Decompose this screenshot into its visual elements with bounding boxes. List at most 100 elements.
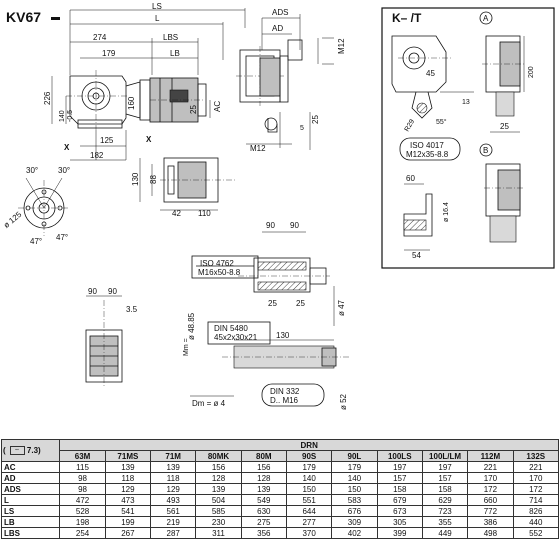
- dim-90a: 90: [88, 287, 97, 296]
- table-cell: 199: [104, 516, 152, 528]
- svg-text:KV67: KV67: [6, 9, 41, 25]
- table-cell: 150: [331, 483, 378, 495]
- dim-130: 130: [131, 172, 140, 186]
- label-din5480-b: 45x2x30x21: [214, 333, 258, 342]
- inset-200: 200: [528, 66, 535, 78]
- table-cell: 356: [240, 527, 287, 539]
- column-header: 132S: [512, 450, 560, 462]
- dim-130b: 130: [276, 331, 290, 340]
- dim-25d: 25: [296, 299, 305, 308]
- table-cell: 723: [421, 505, 469, 517]
- table-cell: 118: [104, 472, 152, 484]
- table-cell: 139: [104, 461, 152, 473]
- table-cell: 826: [512, 505, 560, 517]
- technical-drawing: KV67 LS L 274 LBS 179 LB: [2, 2, 555, 410]
- dim-160: 160: [127, 96, 136, 110]
- table-cell: 679: [376, 494, 423, 506]
- angle-47a: 47°: [30, 237, 42, 246]
- table-cell: 440: [512, 516, 560, 528]
- table-cell: 472: [59, 494, 106, 506]
- label-iso4017-b: M12x35-8.8: [406, 150, 449, 159]
- dim-m12b: M12: [250, 144, 266, 153]
- inset-54: 54: [412, 251, 421, 260]
- table-cell: 98: [59, 472, 106, 484]
- table-cell: 219: [150, 516, 197, 528]
- angle-47b: 47°: [56, 233, 68, 242]
- dim-lb: LB: [170, 49, 180, 58]
- bottom-left-view: 90 90 3.5: [85, 287, 138, 388]
- table-cell: 170: [467, 472, 514, 484]
- table-cell: 158: [376, 483, 423, 495]
- foot-view: 130 88 42 110: [131, 157, 236, 218]
- column-header: 71M: [150, 450, 197, 462]
- dim-ac: AC: [213, 101, 222, 112]
- main-side-view: LS L 274 LBS 179 LB 226 140: [43, 2, 246, 161]
- label-iso4762: ISO 4762: [200, 259, 234, 268]
- table-cell: 158: [421, 483, 469, 495]
- dim-ls: LS: [152, 2, 162, 11]
- table-cell: 277: [285, 516, 333, 528]
- table-cell: 156: [195, 461, 242, 473]
- table-cell: 772: [467, 505, 514, 517]
- table-ref: 7.3: [26, 445, 39, 455]
- dim-lbs: LBS: [163, 33, 178, 42]
- table-cell: 267: [104, 527, 152, 539]
- label-din332: DIN 332: [270, 387, 300, 396]
- table-cell: 552: [512, 527, 560, 539]
- dim-25: 25: [189, 105, 198, 114]
- view-marker-x: X: [64, 143, 70, 152]
- table-cell: 504: [195, 494, 242, 506]
- dim-05: -0.5: [67, 110, 74, 122]
- table-cell: 549: [240, 494, 287, 506]
- table-cell: 402: [331, 527, 378, 539]
- table-cell: 493: [150, 494, 197, 506]
- table-cell: 157: [376, 472, 423, 484]
- column-header: 100LS: [376, 450, 423, 462]
- table-cell: 129: [104, 483, 152, 495]
- inset-25: 25: [500, 122, 509, 131]
- table-cell: 172: [467, 483, 514, 495]
- angle-30a: 30°: [26, 166, 38, 175]
- label-dm: Dm = ø 4: [192, 399, 226, 408]
- column-header: 112M: [467, 450, 514, 462]
- label-iso4017: ISO 4017: [410, 141, 444, 150]
- inset-45: 45: [426, 69, 435, 78]
- inset-60: 60: [406, 174, 415, 183]
- dim-l: L: [155, 14, 160, 23]
- table-cell: 585: [195, 505, 242, 517]
- table-cell: 254: [59, 527, 106, 539]
- table-cell: 660: [467, 494, 514, 506]
- row-label: LB: [0, 516, 61, 528]
- column-header: 80MK: [195, 450, 242, 462]
- table-cell: 172: [512, 483, 560, 495]
- table-cell: 221: [467, 461, 514, 473]
- dim-52: ø 52: [339, 393, 348, 410]
- column-header: 90S: [285, 450, 333, 462]
- label-a: A: [483, 14, 489, 23]
- table-cell: 140: [285, 472, 333, 484]
- inset-r29: R29: [404, 118, 417, 133]
- column-header: 80M: [240, 450, 287, 462]
- table-cell: 386: [467, 516, 514, 528]
- table-cell: 139: [150, 461, 197, 473]
- dim-ads: ADS: [272, 8, 288, 17]
- table-cell: 676: [331, 505, 378, 517]
- table-cell: 309: [331, 516, 378, 528]
- end-view: ADS AD M12 5 25 M12: [236, 8, 346, 153]
- table-cell: 139: [195, 483, 242, 495]
- table-cell: 179: [331, 461, 378, 473]
- table-cell: 473: [104, 494, 152, 506]
- dim-485: ø 48.85: [187, 312, 196, 340]
- label-din5480: DIN 5480: [214, 324, 248, 333]
- column-header: 71MS: [104, 450, 152, 462]
- table-cell: 157: [421, 472, 469, 484]
- angle-30b: 30°: [58, 166, 70, 175]
- table-cell: 541: [104, 505, 152, 517]
- dim-140: 140: [59, 110, 66, 122]
- dim-25b: 25: [311, 115, 320, 124]
